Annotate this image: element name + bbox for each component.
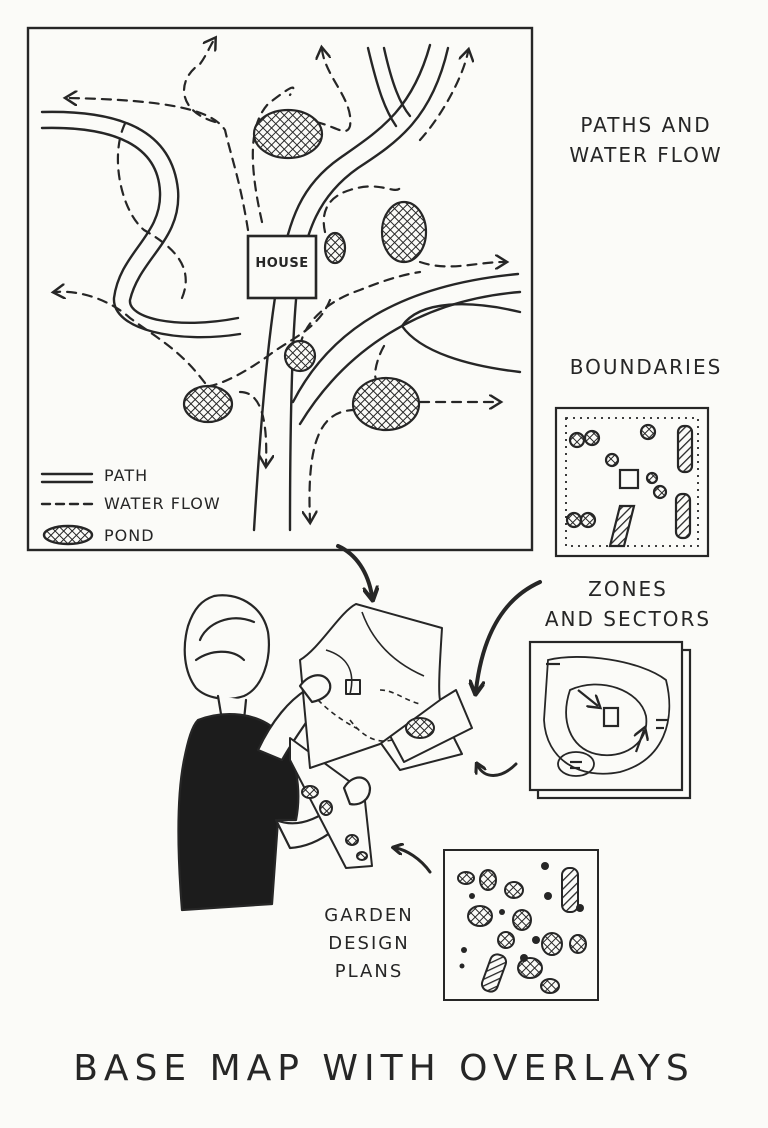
water-flow-line xyxy=(183,40,215,124)
water-flow-line xyxy=(322,185,402,234)
paths-water-flow-label: PATHS AND WATER FLOW xyxy=(548,110,744,170)
legend-water-flow-label: WATER FLOW xyxy=(104,494,221,513)
person-head xyxy=(183,594,270,700)
zones-label-line: ZONES xyxy=(588,577,668,601)
water-flow-line xyxy=(309,408,358,520)
water-flow-line xyxy=(56,292,207,385)
path-line xyxy=(298,290,522,426)
arrow-zones xyxy=(478,764,518,777)
garden-label-line: DESIGN xyxy=(328,933,410,954)
garden-plan-overlay xyxy=(443,849,599,1001)
pond xyxy=(323,231,347,265)
paths-label-line: PATHS AND xyxy=(580,113,712,137)
garden-label-line: GARDEN xyxy=(324,905,414,926)
path-line xyxy=(400,303,522,374)
held-base-map xyxy=(299,603,443,769)
pond xyxy=(351,376,421,432)
held-maps xyxy=(289,603,473,869)
legend-pond-label: POND xyxy=(104,526,155,545)
water-flow-line xyxy=(68,98,250,232)
base-map-frame xyxy=(26,26,534,552)
pond xyxy=(380,200,428,264)
boundaries-label-text: BOUNDARIES xyxy=(569,355,723,379)
water-flow-line xyxy=(251,86,295,224)
path-line xyxy=(382,46,412,118)
boundaries-overlay xyxy=(554,406,710,558)
zones-overlay xyxy=(528,640,692,800)
path-line xyxy=(366,46,398,128)
person-shirt xyxy=(177,713,300,912)
water-flow-line xyxy=(238,390,266,464)
boundaries-label: BOUNDARIES xyxy=(548,352,744,382)
water-flow-line xyxy=(116,116,187,300)
water-flow-line xyxy=(418,52,468,142)
arrow-base-map xyxy=(336,544,372,596)
garden-design-plans-label: GARDEN DESIGN PLANS xyxy=(304,902,434,986)
path-line xyxy=(288,46,450,532)
water-flow-line xyxy=(298,270,422,348)
house xyxy=(246,234,318,300)
pond xyxy=(283,339,317,373)
path-line xyxy=(40,110,240,324)
water-flow-line xyxy=(374,344,386,382)
legend-pond-swatch xyxy=(42,524,94,546)
garden-label-line: PLANS xyxy=(334,961,404,982)
base-map xyxy=(26,26,534,552)
pond xyxy=(252,108,324,160)
water-flow-line xyxy=(418,262,504,266)
pond xyxy=(182,384,234,424)
paths-label-line: WATER FLOW xyxy=(569,143,723,167)
arrow-boundaries xyxy=(476,580,542,690)
person-hand xyxy=(298,674,332,704)
water-flow-line xyxy=(298,50,352,132)
path-line xyxy=(252,43,432,532)
page-title: BASE MAP WITH OVERLAYS xyxy=(73,1048,695,1089)
path-line xyxy=(291,272,520,404)
zones-label-line: AND SECTORS xyxy=(544,607,712,631)
person-hand xyxy=(342,776,372,806)
water-flow-line xyxy=(208,298,332,388)
zones-sectors-label: ZONES AND SECTORS xyxy=(530,574,726,634)
arrow-garden xyxy=(396,848,432,874)
path-line xyxy=(40,126,242,339)
legend xyxy=(40,472,94,546)
house-label: HOUSE xyxy=(255,256,309,271)
legend-path-label: PATH xyxy=(104,466,149,485)
